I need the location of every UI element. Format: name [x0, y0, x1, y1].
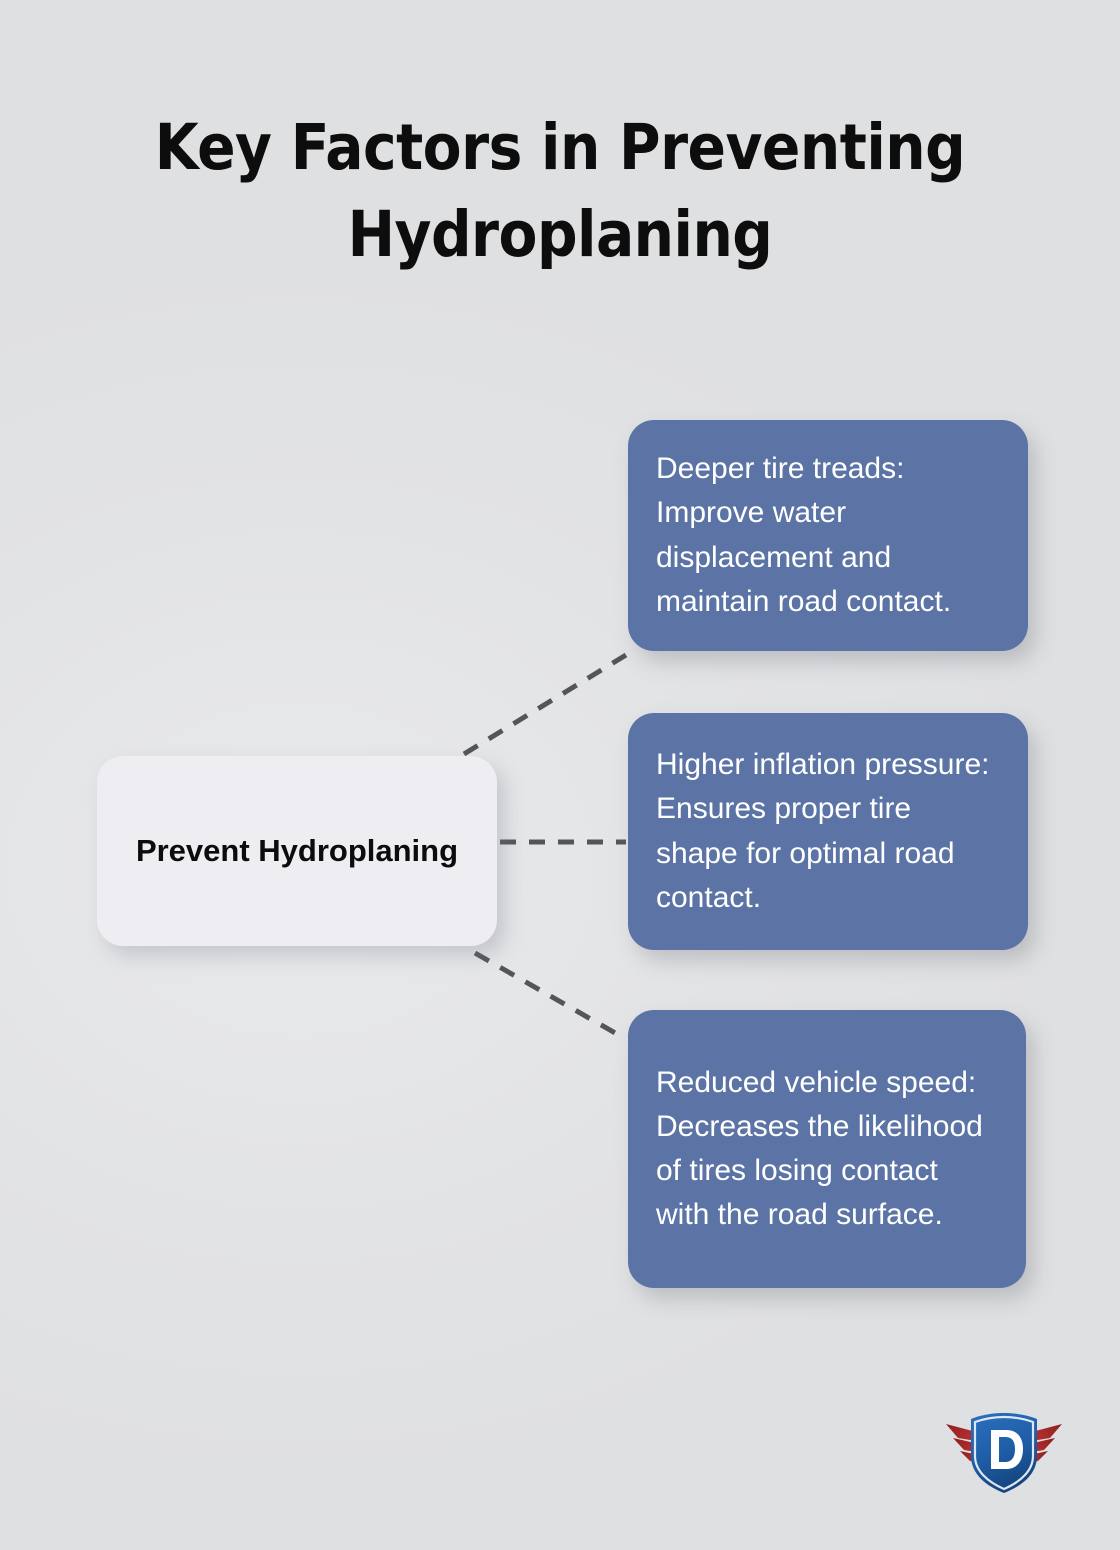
- branch-card-text: Reduced vehicle speed: Decreases the lik…: [656, 1065, 983, 1232]
- page-title: Key Factors in Preventing Hydroplaning: [154, 111, 966, 271]
- shield-icon: [971, 1413, 1037, 1493]
- branch-card-higher-inflation-pressure[interactable]: Higher inflation pressure: Ensures prope…: [628, 713, 1028, 950]
- center-node-label: Prevent Hydroplaning: [135, 833, 459, 869]
- branch-card-text: Deeper tire treads: Improve water displa…: [656, 452, 952, 618]
- winged-shield-d-logo: [946, 1413, 1062, 1493]
- center-node[interactable]: Prevent Hydroplaning: [97, 756, 497, 946]
- logo-letter-d: [991, 1430, 1023, 1469]
- branch-card-text: Higher inflation pressure: Ensures prope…: [656, 748, 990, 914]
- branch-card-deeper-tire-treads[interactable]: Deeper tire treads: Improve water displa…: [628, 420, 1028, 651]
- connector-to-branch-0: [462, 652, 628, 757]
- branch-card-reduced-vehicle-speed[interactable]: Reduced vehicle speed: Decreases the lik…: [628, 1010, 1026, 1288]
- connector-to-branch-2: [473, 950, 626, 1041]
